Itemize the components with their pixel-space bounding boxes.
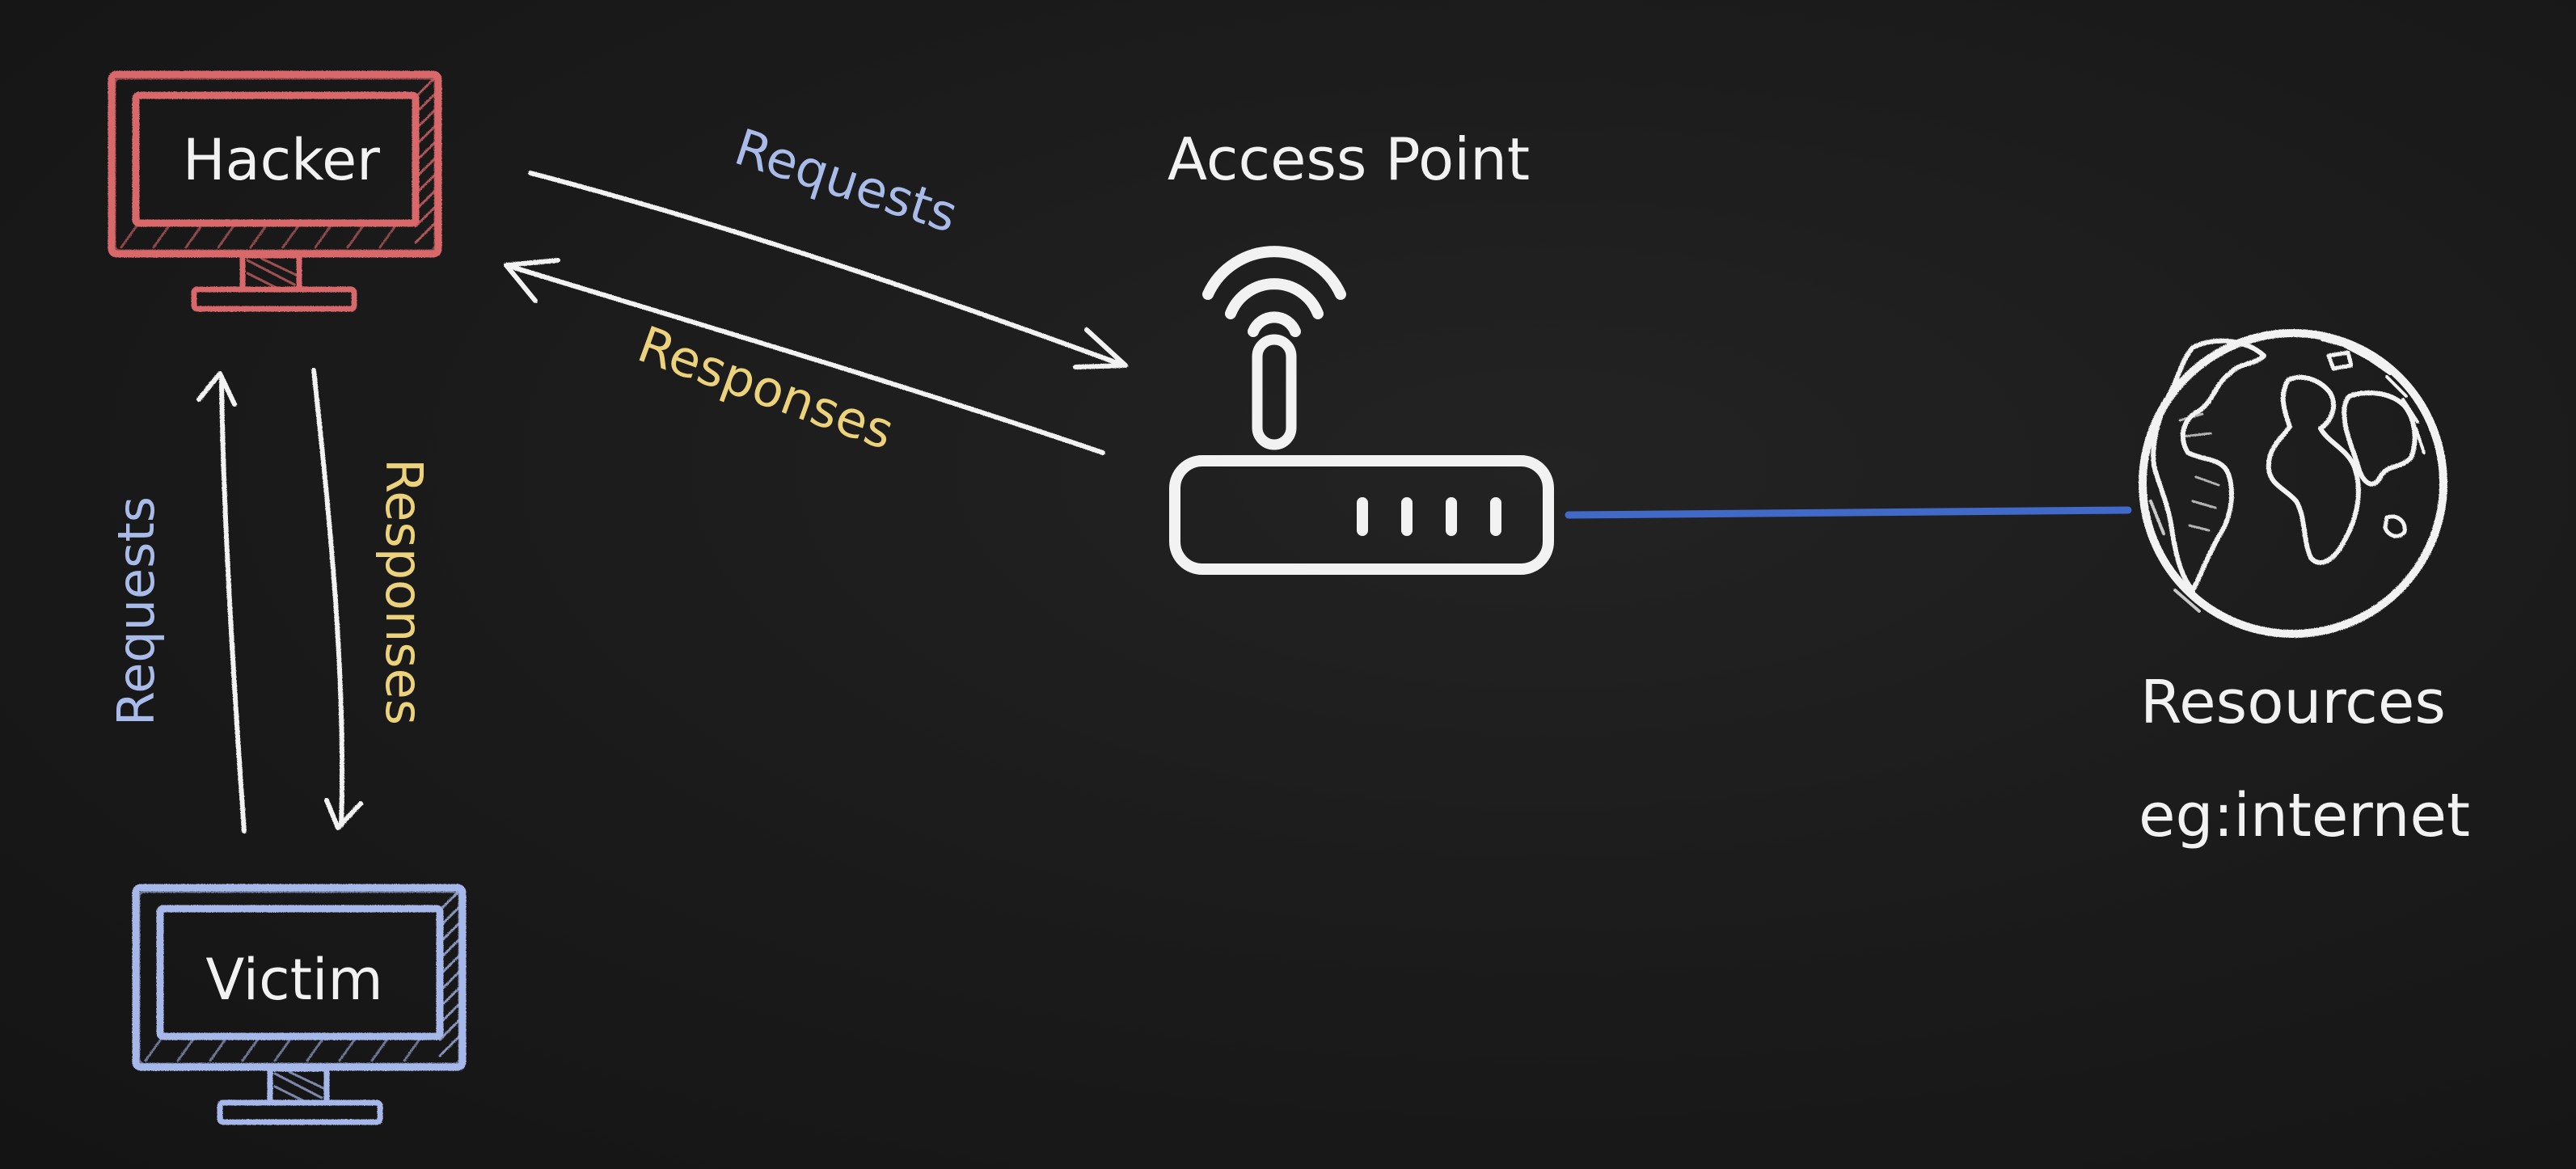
- monitor-icon: [132, 884, 467, 1125]
- monitor-icon: [108, 70, 442, 312]
- response-arrow-head: [324, 798, 363, 830]
- victim-hacker-arrows: [196, 368, 363, 833]
- victim-hacker-requests-label: Requests: [107, 496, 166, 726]
- router-icon: [1169, 246, 1554, 575]
- response-arrow: [504, 263, 1105, 455]
- request-arrow-head: [196, 371, 237, 407]
- request-arrow: [528, 171, 1126, 368]
- response-arrow: [311, 368, 345, 827]
- hacker-node: Hacker: [108, 70, 442, 312]
- response-arrow-head: [504, 258, 560, 303]
- globe-icon: [2139, 329, 2447, 638]
- resources-label: Resources: [2140, 668, 2446, 737]
- request-arrow: [219, 378, 247, 833]
- victim-node: Victim: [132, 884, 467, 1125]
- resources-sublabel: eg:internet: [2139, 781, 2470, 850]
- access-point-label: Access Point: [1168, 125, 1530, 193]
- hacker-ap-responses-label: Responses: [631, 314, 902, 461]
- hacker-ap-requests-label: Requests: [728, 117, 965, 244]
- victim-label: Victim: [205, 947, 382, 1013]
- hacker-label: Hacker: [183, 127, 380, 193]
- access-point-node: Access Point: [1168, 125, 1554, 575]
- resources-node: Resources eg:internet: [2139, 329, 2470, 850]
- ap-to-resources-link: [1565, 506, 2132, 519]
- request-arrow-head: [1073, 327, 1128, 369]
- victim-hacker-responses-label: Responses: [374, 458, 433, 725]
- hacker-ap-arrows: [504, 171, 1128, 455]
